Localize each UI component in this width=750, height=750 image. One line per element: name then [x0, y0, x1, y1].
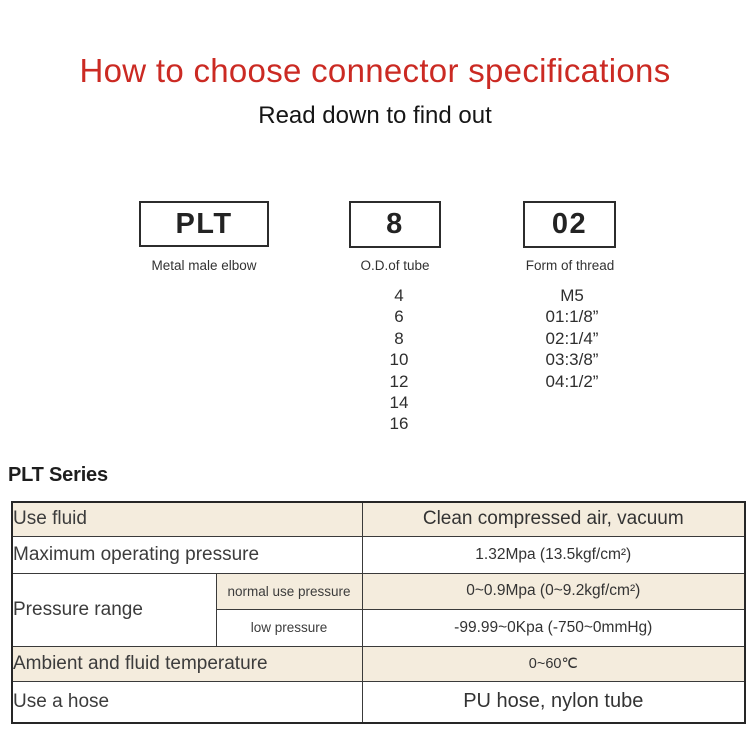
- temperature-value: 0~60℃: [361, 645, 746, 682]
- tube-label: O.D.of tube: [360, 258, 430, 273]
- tube-option: 6: [394, 307, 404, 327]
- table-row: Pressure range normal use pressure 0~0.9…: [11, 572, 746, 647]
- max-pressure-value: 1.32Mpa (13.5kgf/cm²): [361, 535, 746, 574]
- tube-option: 14: [389, 393, 409, 413]
- table-row: Maximum operating pressure 1.32Mpa (13.5…: [11, 535, 746, 574]
- thread-code-box: 02: [523, 201, 616, 248]
- thread-option: M5: [560, 286, 584, 305]
- hose-label: Use a hose: [11, 680, 363, 724]
- series-heading: PLT Series: [8, 464, 108, 486]
- tube-option: 8: [394, 328, 404, 348]
- page-title: How to choose connector specifications: [79, 52, 671, 89]
- max-pressure-label: Maximum operating pressure: [11, 535, 363, 574]
- hose-value: PU hose, nylon tube: [361, 680, 746, 724]
- normal-pressure-label: normal use pressure: [215, 572, 363, 610]
- thread-option: 01:1/8”: [545, 307, 599, 327]
- table-row: Ambient and fluid temperature 0~60℃: [11, 645, 746, 682]
- tube-option: 16: [389, 414, 409, 434]
- pressure-range-label: Pressure range: [11, 572, 217, 647]
- thread-option-list: M5 01:1/8” 02:1/4” 03:3/8” 04:1/2”: [512, 285, 632, 392]
- thread-label: Form of thread: [525, 258, 615, 273]
- thread-option: 03:3/8”: [545, 350, 599, 370]
- table-row: Use a hose PU hose, nylon tube: [11, 680, 746, 724]
- spec-table: Use fluid Clean compressed air, vacuum M…: [11, 501, 747, 724]
- thread-option: 02:1/4”: [545, 328, 599, 348]
- thread-code: 02: [551, 208, 588, 240]
- page-subtitle: Read down to find out: [258, 102, 492, 129]
- low-pressure-value: -99.99~0Kpa (-750~0mmHg): [361, 608, 746, 647]
- tube-code: 8: [386, 208, 404, 240]
- temperature-label: Ambient and fluid temperature: [11, 645, 363, 682]
- tube-option: 10: [389, 350, 409, 370]
- table-row: Use fluid Clean compressed air, vacuum: [11, 501, 746, 537]
- tube-option: 4: [394, 286, 404, 305]
- model-code-box: PLT: [139, 201, 269, 247]
- low-pressure-label: low pressure: [215, 608, 363, 647]
- model-code: PLT: [175, 207, 233, 240]
- model-label: Metal male elbow: [151, 258, 257, 273]
- thread-option: 04:1/2”: [545, 371, 599, 391]
- use-fluid-label: Use fluid: [11, 501, 363, 537]
- use-fluid-value: Clean compressed air, vacuum: [361, 501, 746, 537]
- normal-pressure-value: 0~0.9Mpa (0~9.2kgf/cm²): [361, 572, 746, 610]
- tube-option-list: 4 6 8 10 12 14 16: [349, 285, 449, 435]
- tube-option: 12: [389, 371, 409, 391]
- table-row: low pressure -99.99~0Kpa (-750~0mmHg): [12, 608, 746, 647]
- tube-code-box: 8: [349, 201, 441, 248]
